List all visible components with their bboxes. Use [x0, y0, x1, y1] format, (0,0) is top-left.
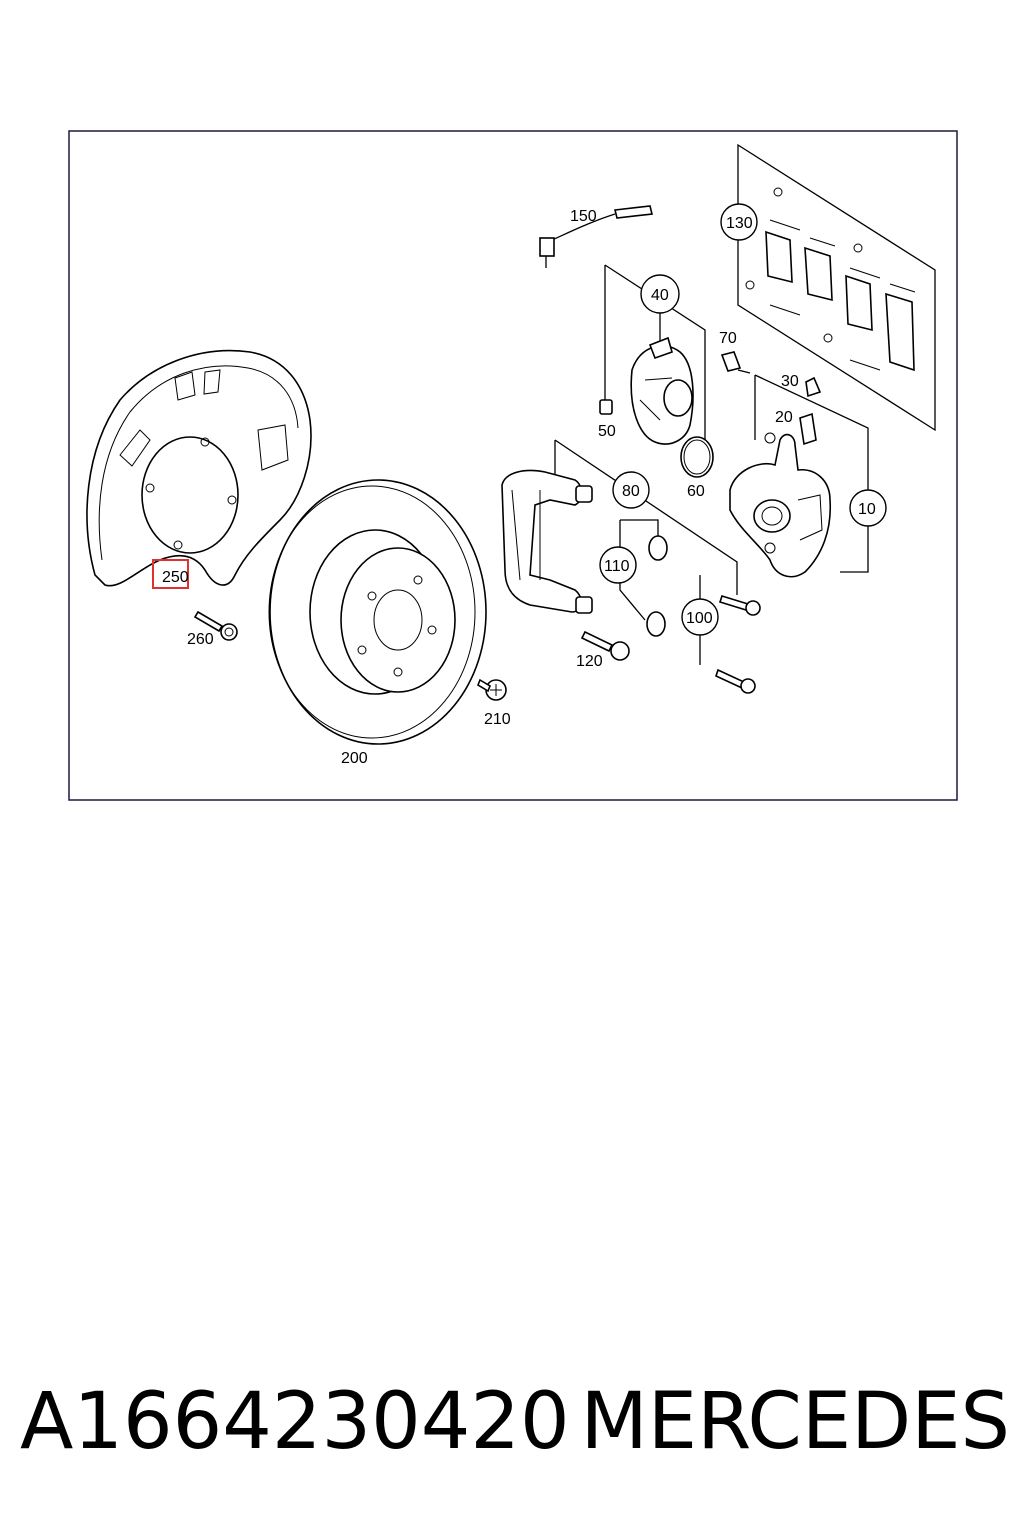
screw-210-part[interactable]: [477, 678, 507, 701]
callout-130: 130: [726, 215, 753, 232]
callout-120: 120: [576, 653, 603, 670]
valve-20-part[interactable]: [799, 412, 817, 446]
callout-50: 50: [598, 423, 616, 440]
highlight-box-250: [152, 559, 189, 589]
callout-150: 150: [570, 208, 597, 225]
caption-bar: A1664230420 MERCEDES: [20, 1372, 1010, 1472]
callout-60: 60: [687, 483, 705, 500]
leader-110: [619, 519, 659, 621]
callout-100: 100: [686, 610, 713, 627]
callout-10: 10: [858, 501, 876, 518]
actuator-40-part[interactable]: [630, 336, 694, 445]
callout-circle-110: [599, 546, 637, 584]
pads-group-outline: [737, 143, 936, 432]
callout-circle-80: [612, 471, 650, 509]
callout-70: 70: [719, 330, 737, 347]
bushing-110-part[interactable]: [646, 535, 668, 637]
bleeder-70-part[interactable]: [720, 351, 751, 374]
cap-30-part[interactable]: [805, 376, 822, 398]
callout-20: 20: [775, 409, 793, 426]
brake-disc-part[interactable]: [268, 479, 487, 745]
caliper-carrier-part[interactable]: [501, 469, 593, 614]
brake-pads-130-part[interactable]: [745, 187, 916, 372]
brand-text: MERCEDES: [580, 1377, 1011, 1467]
dust-shield-part[interactable]: [86, 349, 312, 587]
wear-sensor-part[interactable]: [539, 205, 653, 268]
callout-circle-130: [720, 203, 758, 241]
callout-200: 200: [341, 750, 368, 767]
screw-50-part[interactable]: [599, 399, 613, 415]
bolt-260-part[interactable]: [193, 610, 238, 641]
callout-circle-100: [681, 598, 719, 636]
caliper-10-part[interactable]: [729, 432, 832, 578]
part-number-text: A1664230420: [20, 1377, 570, 1467]
parts-diagram: 250 260 200 210 150 40: [68, 130, 958, 801]
guide-bolt-100-part[interactable]: [715, 595, 761, 694]
callout-210: 210: [484, 711, 511, 728]
bolt-120-part[interactable]: [580, 630, 630, 661]
callout-260: 260: [187, 631, 214, 648]
diagram-frame: [68, 130, 958, 801]
callout-circle-10: [849, 489, 887, 527]
leader-40: [604, 264, 706, 440]
callout-250: 250: [162, 569, 189, 586]
o-ring-60-part[interactable]: [680, 436, 714, 478]
callout-40: 40: [651, 287, 669, 304]
callout-30: 30: [781, 373, 799, 390]
callout-110: 110: [604, 558, 630, 575]
callout-80: 80: [622, 483, 640, 500]
